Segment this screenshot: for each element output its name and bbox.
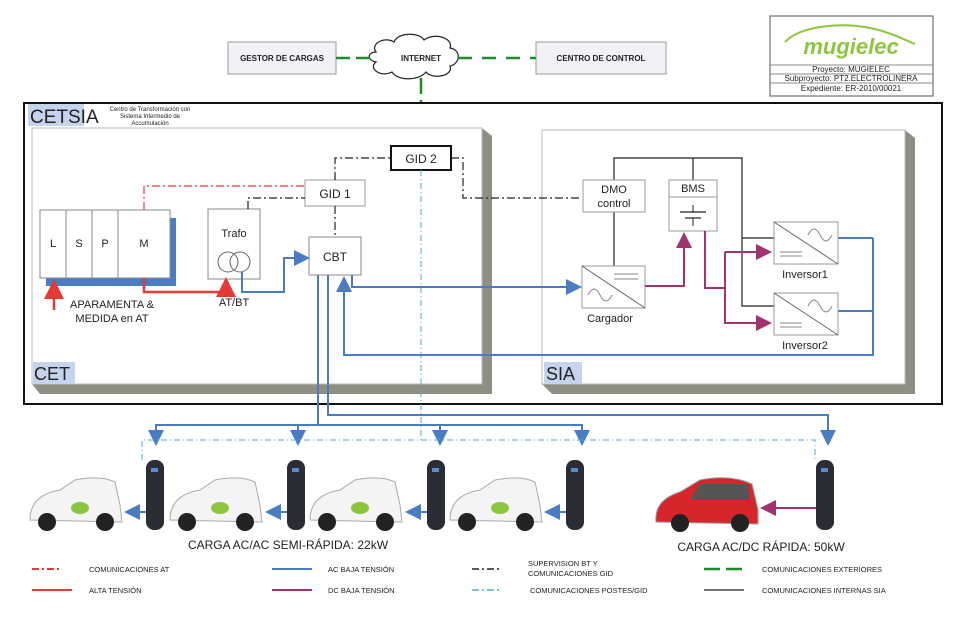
svg-text:DC BAJA TENSIÓN: DC BAJA TENSIÓN bbox=[328, 586, 395, 595]
svg-text:ALTA TENSIÓN: ALTA TENSIÓN bbox=[89, 586, 142, 595]
gid1-label: GID 1 bbox=[319, 187, 351, 201]
charging-post[interactable] bbox=[816, 460, 834, 530]
svg-text:COMUNICACIONES EXTERIORES: COMUNICACIONES EXTERIORES bbox=[762, 565, 882, 574]
cargador-box: Cargador bbox=[581, 265, 646, 325]
ac-wave-icon bbox=[587, 288, 613, 302]
electric-car-icon bbox=[169, 477, 263, 531]
electric-car-icon bbox=[29, 477, 123, 531]
charging-post[interactable] bbox=[287, 460, 305, 530]
sia-label: SIA bbox=[546, 364, 575, 384]
ac-lines bbox=[148, 237, 874, 446]
charging-post[interactable] bbox=[427, 460, 445, 530]
sia-internals: DMO control BMS Cargador I bbox=[581, 157, 839, 352]
centro-de-control-label: CENTRO DE CONTROL bbox=[557, 54, 646, 63]
ac-wave-icon bbox=[807, 299, 833, 313]
cetsia-subtitle-1: Centro de Transformación con bbox=[110, 107, 191, 113]
dmo-control-box: DMO control bbox=[582, 179, 646, 213]
svg-text:COMUNICACIONES GID: COMUNICACIONES GID bbox=[528, 569, 614, 578]
charging-post[interactable] bbox=[566, 460, 584, 530]
expediente-text: Expediente: ER-2010/00021 bbox=[801, 84, 902, 93]
svg-text:AC BAJA TENSIÓN: AC BAJA TENSIÓN bbox=[328, 565, 394, 574]
bms-box: BMS bbox=[668, 179, 718, 232]
red-electric-car-icon bbox=[655, 477, 759, 532]
legend-item: COMUNICACIONES POSTES/GID bbox=[472, 586, 648, 595]
legend-item: COMUNICACIONES EXTERIORES bbox=[704, 565, 882, 574]
cell-p: P bbox=[101, 238, 108, 250]
internet-label: INTERNET bbox=[401, 54, 441, 63]
cbt-label: CBT bbox=[323, 250, 348, 264]
semi-rapida-label: CARGA AC/AC SEMI-RÁPIDA: 22kW bbox=[188, 537, 389, 552]
transformer-coil-icon bbox=[217, 251, 239, 273]
inversor2-box: Inversor2 bbox=[773, 292, 839, 352]
trafo-label: Trafo bbox=[221, 228, 246, 240]
gid2-box: GID 2 bbox=[390, 145, 452, 171]
project-info-box: mugielec Proyecto: MUGIELEC Subproyecto:… bbox=[769, 15, 934, 97]
external-communications: GESTOR DE CARGAS CENTRO DE CONTROL INTER… bbox=[227, 33, 667, 148]
atbt-label: AT/BT bbox=[219, 297, 250, 309]
legend-item: ALTA TENSIÓN bbox=[32, 586, 142, 595]
gestor-de-cargas-label: GESTOR DE CARGAS bbox=[240, 54, 325, 63]
cetsia-subtitle-3: Accumulación bbox=[131, 121, 168, 127]
transformer-coil-icon bbox=[229, 251, 251, 273]
switchgear: L S P M APARAMENTA & MEDIDA en AT bbox=[39, 209, 176, 325]
svg-text:COMUNICACIONES INTERNAS SIA: COMUNICACIONES INTERNAS SIA bbox=[762, 586, 886, 595]
ac-wave-icon bbox=[807, 228, 833, 242]
car-outline-logo-icon bbox=[784, 24, 916, 45]
inversor1-box: Inversor1 bbox=[773, 221, 839, 281]
svg-text:COMUNICACIONES AT: COMUNICACIONES AT bbox=[89, 565, 170, 574]
inversor1-label: Inversor1 bbox=[782, 269, 828, 281]
mugielec-logo: mugielec bbox=[803, 34, 898, 59]
legend-item: AC BAJA TENSIÓN bbox=[272, 565, 394, 574]
communication-lines bbox=[143, 157, 582, 440]
battery-icon bbox=[680, 205, 706, 226]
aparamenta-line2: MEDIDA en AT bbox=[75, 313, 148, 325]
cetsia-subtitle-2: Sistema Intermedio de bbox=[120, 114, 181, 120]
cell-s: S bbox=[75, 238, 82, 250]
cell-l: L bbox=[50, 238, 56, 250]
legend-item: COMUNICACIONES AT bbox=[32, 565, 170, 574]
cetsia-title: CETSIA bbox=[30, 107, 99, 128]
gid2-label: GID 2 bbox=[405, 152, 437, 166]
postes-comm-line bbox=[141, 439, 816, 460]
aparamenta-line1: APARAMENTA & bbox=[70, 299, 155, 311]
cell-m: M bbox=[139, 238, 148, 250]
svg-text:COMUNICACIONES POSTES/GID: COMUNICACIONES POSTES/GID bbox=[530, 586, 648, 595]
electric-car-icon bbox=[309, 477, 403, 531]
legend-item: DC BAJA TENSIÓN bbox=[272, 586, 395, 595]
legend: COMUNICACIONES AT ALTA TENSIÓN AC BAJA T… bbox=[32, 559, 886, 595]
bms-label: BMS bbox=[681, 183, 705, 195]
proyecto-text: Proyecto: MUGIELEC bbox=[812, 65, 890, 74]
inversor2-label: Inversor2 bbox=[782, 340, 828, 352]
transformer: Trafo AT/BT bbox=[142, 208, 261, 309]
subproyecto-text: Subproyecto: PT2.ELECTROLINERA bbox=[785, 74, 919, 83]
dmo-label: DMO bbox=[601, 184, 627, 196]
electric-car-icon bbox=[449, 477, 543, 531]
charging-area: CARGA AC/AC SEMI-RÁPIDA: 22kW CARGA AC/D… bbox=[29, 460, 845, 554]
rapida-label: CARGA AC/DC RÁPIDA: 50kW bbox=[677, 539, 845, 554]
cbt-box: CBT bbox=[308, 236, 362, 276]
internet-cloud-icon bbox=[368, 33, 459, 80]
gid1-box: GID 1 bbox=[304, 179, 366, 207]
charging-post[interactable] bbox=[146, 460, 164, 530]
cargador-label: Cargador bbox=[587, 313, 633, 325]
cet-label: CET bbox=[34, 364, 70, 384]
sia-panel: SIA bbox=[541, 129, 915, 394]
legend-item: COMUNICACIONES INTERNAS SIA bbox=[704, 586, 886, 595]
control-label: control bbox=[597, 198, 630, 210]
svg-text:SUPERVISION BT Y: SUPERVISION BT Y bbox=[528, 559, 598, 568]
